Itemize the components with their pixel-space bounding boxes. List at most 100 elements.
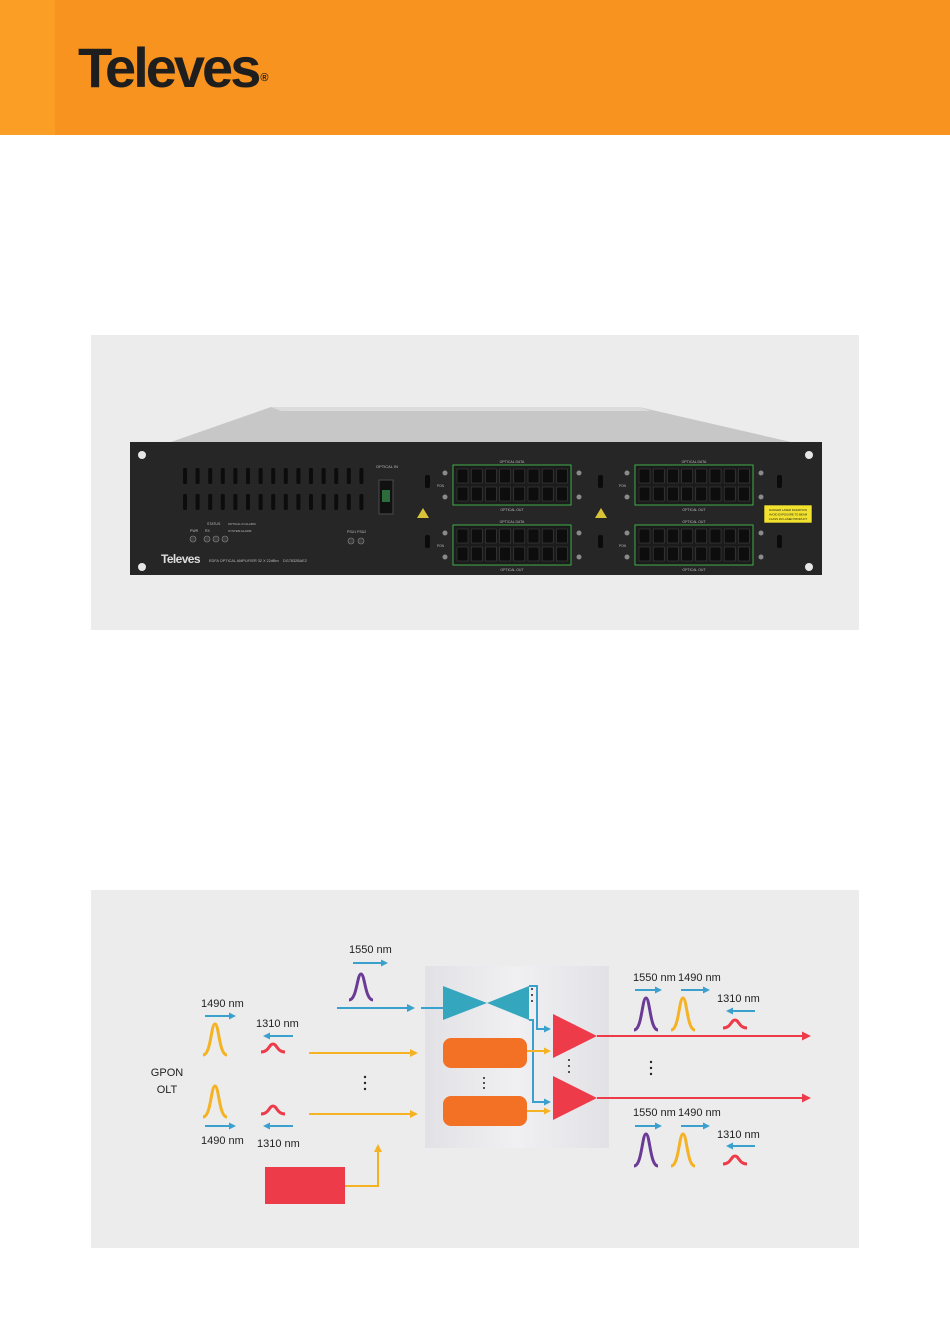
sc-port[interactable] <box>667 486 679 502</box>
sc-port[interactable] <box>638 468 651 484</box>
pulse-1310-icon <box>722 1018 748 1030</box>
alarm-led <box>221 535 229 543</box>
sc-port[interactable] <box>499 546 511 562</box>
rx-label: RX <box>205 529 211 533</box>
sc-port[interactable] <box>652 546 665 562</box>
sc-port[interactable] <box>541 486 554 502</box>
sc-port[interactable] <box>695 528 708 544</box>
sc-port[interactable] <box>681 468 693 484</box>
rack-hole <box>138 563 146 571</box>
label-1310-output-top: 1310 nm <box>717 993 760 1005</box>
arrow-right-icon <box>703 986 710 994</box>
split-line-top <box>529 985 546 1030</box>
sc-port[interactable] <box>470 468 483 484</box>
optical-in-alarm-label: OPTICAL IN ALARM <box>228 522 256 526</box>
sc-port[interactable] <box>638 546 651 562</box>
sc-port[interactable] <box>738 486 750 502</box>
sc-port[interactable] <box>527 528 540 544</box>
pulse-1310-icon <box>722 1154 748 1166</box>
sc-port[interactable] <box>652 468 665 484</box>
sc-port[interactable] <box>681 486 693 502</box>
sc-port[interactable] <box>556 468 568 484</box>
panel-screw <box>624 470 630 476</box>
sc-port[interactable] <box>556 546 568 562</box>
laser-warning-icon <box>595 508 607 518</box>
sc-port[interactable] <box>513 546 526 562</box>
panel-screw <box>576 470 582 476</box>
sc-port[interactable] <box>695 468 708 484</box>
sc-port[interactable] <box>485 528 497 544</box>
laser-warning-label <box>763 504 813 524</box>
sc-port[interactable] <box>485 468 497 484</box>
faceplate-logo: Televes <box>161 552 201 566</box>
sc-port[interactable] <box>470 486 483 502</box>
sc-port[interactable] <box>709 546 722 562</box>
sc-port[interactable] <box>723 468 736 484</box>
dot <box>363 1081 367 1085</box>
pulse-1550-icon <box>348 972 374 1002</box>
sc-port[interactable] <box>456 528 469 544</box>
sc-port[interactable] <box>456 546 469 562</box>
sc-port[interactable] <box>513 468 526 484</box>
sc-port[interactable] <box>667 468 679 484</box>
vent-grille <box>183 468 364 510</box>
sc-port[interactable] <box>723 486 736 502</box>
sc-port[interactable] <box>470 528 483 544</box>
sc-port[interactable] <box>541 468 554 484</box>
sc-port[interactable] <box>513 528 526 544</box>
sc-port[interactable] <box>695 486 708 502</box>
sc-port[interactable] <box>499 468 511 484</box>
label-1550-output-bottom: 1550 nm <box>633 1107 676 1119</box>
sc-port[interactable] <box>738 468 750 484</box>
sc-port[interactable] <box>456 486 469 502</box>
arrow-right-icon <box>544 1025 551 1033</box>
warning-line-3: CLASS 1M LASER PRODUCT <box>769 517 808 521</box>
pulse-1490-icon <box>202 1022 228 1057</box>
sc-port[interactable] <box>485 486 497 502</box>
psu2-led <box>357 537 365 545</box>
dot <box>483 1087 485 1089</box>
sc-port[interactable] <box>652 486 665 502</box>
pulse-1490-icon <box>670 996 696 1032</box>
sc-port[interactable] <box>681 528 693 544</box>
sc-port[interactable] <box>681 546 693 562</box>
sc-port[interactable] <box>638 528 651 544</box>
panel-screw <box>758 494 764 500</box>
sc-port[interactable] <box>499 528 511 544</box>
sc-port[interactable] <box>556 486 568 502</box>
sc-port[interactable] <box>527 486 540 502</box>
rack-hole <box>138 451 146 459</box>
status-label: STATUS <box>207 522 221 526</box>
sc-port[interactable] <box>638 486 651 502</box>
sc-port[interactable] <box>527 468 540 484</box>
model-code: DG7832BAE2 <box>283 559 307 563</box>
sc-port[interactable] <box>723 528 736 544</box>
sc-port[interactable] <box>513 486 526 502</box>
sc-port[interactable] <box>456 468 469 484</box>
sc-port[interactable] <box>470 546 483 562</box>
sc-port[interactable] <box>556 528 568 544</box>
arrow-right-icon <box>703 1122 710 1130</box>
arrow-right-icon <box>802 1093 811 1103</box>
product-photo-panel: OPTICAL IN STATUS PWR RX OPTICAL IN ALAR… <box>91 335 859 630</box>
slot <box>598 535 603 548</box>
sc-port[interactable] <box>652 528 665 544</box>
slot <box>425 475 430 488</box>
sc-port[interactable] <box>541 528 554 544</box>
sc-port[interactable] <box>499 486 511 502</box>
sc-port[interactable] <box>527 546 540 562</box>
sc-port[interactable] <box>709 468 722 484</box>
sc-port[interactable] <box>709 528 722 544</box>
sc-port[interactable] <box>709 486 722 502</box>
model-line: EDFA OPTICAL AMPLIFIER 32 X 22dBm <box>209 559 279 563</box>
vent-slot <box>283 468 288 484</box>
sc-port[interactable] <box>723 546 736 562</box>
arrow-right-icon <box>229 1122 236 1130</box>
sc-port[interactable] <box>738 528 750 544</box>
sc-port[interactable] <box>738 546 750 562</box>
sc-port[interactable] <box>541 546 554 562</box>
sc-port[interactable] <box>695 546 708 562</box>
sc-port[interactable] <box>667 546 679 562</box>
sc-port[interactable] <box>667 528 679 544</box>
sc-port[interactable] <box>485 546 497 562</box>
